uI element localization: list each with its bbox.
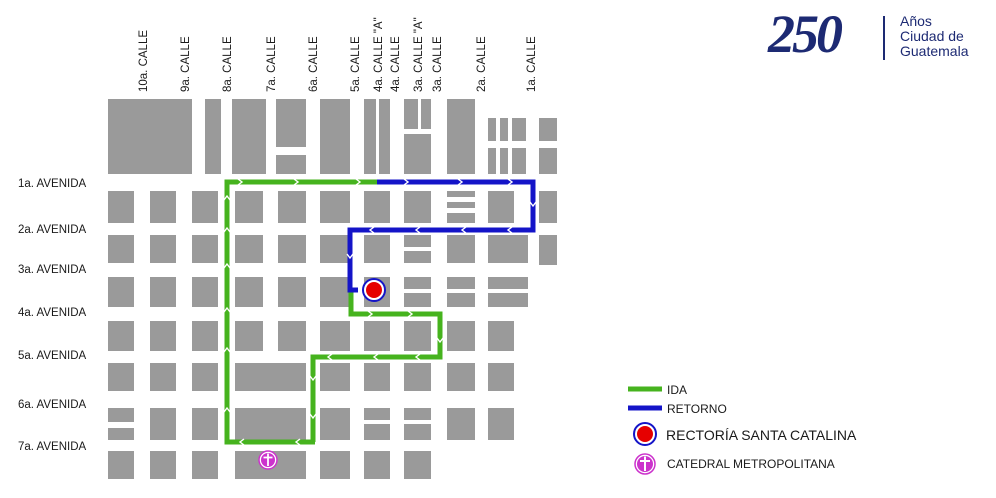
ida-route (224, 179, 377, 445)
logo-line-2: Ciudad de (900, 28, 964, 44)
legend-rectoria-icon (633, 422, 657, 446)
calle-label: 6a. CALLE (308, 36, 320, 92)
calle-label: 3a. CALLE (432, 36, 444, 92)
legend-retorno-label: RETORNO (667, 402, 727, 416)
avenida-label: 2a. AVENIDA (18, 224, 87, 236)
legend-catedral-icon (634, 453, 656, 475)
calle-label: 7a. CALLE (266, 36, 278, 92)
legend-catedral-label: CATEDRAL METROPOLITANA (667, 457, 835, 471)
calle-label: 3a. CALLE "A" (413, 17, 425, 92)
calle-label: 4a. CALLE "A" (373, 17, 385, 92)
legend-rectoria-label: RECTORÍA SANTA CATALINA (666, 427, 857, 443)
legend-ida-label: IDA (667, 383, 687, 397)
logo-line-1: Años (900, 13, 932, 29)
avenida-label: 5a. AVENIDA (18, 350, 87, 362)
catedral-marker (258, 450, 278, 470)
calle-label: 4a. CALLE (390, 36, 402, 92)
logo-250: 250 (768, 4, 843, 64)
calle-label: 1a. CALLE (526, 36, 538, 92)
calle-label: 10a. CALLE (138, 30, 150, 92)
avenida-label: 4a. AVENIDA (18, 307, 87, 319)
logo-text: Años Ciudad de Guatemala (900, 14, 968, 59)
avenida-label: 1a. AVENIDA (18, 178, 87, 190)
retorno-arrows (346, 178, 537, 260)
legend: IDA RETORNO RECTORÍA SANTA CATALINA CATE… (628, 383, 857, 475)
calle-label: 9a. CALLE (180, 36, 192, 92)
calle-label: 8a. CALLE (222, 36, 234, 92)
city-blocks (108, 99, 557, 479)
avenida-label: 3a. AVENIDA (18, 264, 87, 276)
calle-label: 5a. CALLE (350, 36, 362, 92)
rectoria-marker (362, 278, 386, 302)
ida-arrows (223, 178, 444, 446)
ida-route-segment (310, 291, 443, 442)
calle-label: 2a. CALLE (476, 36, 488, 92)
retorno-route (347, 179, 536, 293)
logo-line-3: Guatemala (900, 43, 969, 59)
avenida-label: 7a. AVENIDA (18, 441, 87, 453)
avenida-label: 6a. AVENIDA (18, 399, 87, 411)
logo-divider (883, 16, 885, 60)
